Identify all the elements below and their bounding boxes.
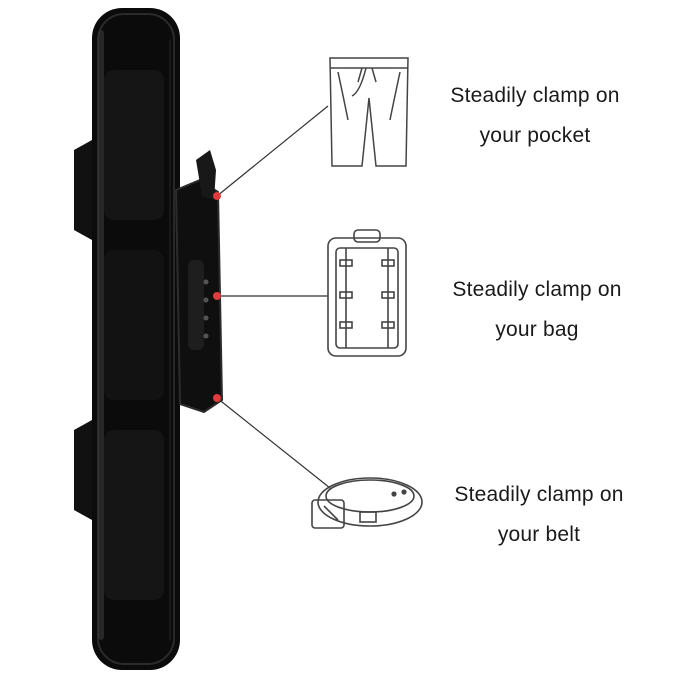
- callout-dot-belt: [213, 394, 221, 402]
- backpack-icon: [327, 229, 407, 357]
- grip-panel-middle: [104, 250, 164, 400]
- clip-vent: [203, 315, 209, 321]
- callout-belt-line1: Steadily clamp on: [454, 483, 624, 506]
- belt-clip: [174, 150, 224, 414]
- callout-dots: [213, 192, 221, 402]
- callout-pocket-line2: your pocket: [479, 124, 591, 147]
- clip-vent: [203, 333, 209, 339]
- clip-vent: [203, 297, 209, 303]
- callout-bag-line1: Steadily clamp on: [452, 278, 622, 301]
- belt-icon: [311, 477, 423, 529]
- callout-line-belt: [216, 397, 331, 489]
- callout-dot-pocket: [213, 192, 221, 200]
- grip-panel-top: [104, 70, 164, 220]
- callout-bag-line2: your bag: [495, 318, 579, 341]
- grip-panel-bottom: [104, 430, 164, 600]
- callout-line-pocket: [216, 105, 329, 197]
- callout-belt-line2: your belt: [497, 523, 581, 546]
- clip-spring: [188, 260, 204, 350]
- callout-pocket-caption: Steadily clamp on your pocket: [420, 76, 650, 156]
- phone-case: [74, 8, 180, 670]
- clip-lever: [196, 150, 216, 200]
- callout-bag-caption: Steadily clamp on your bag: [422, 270, 652, 350]
- callout-dot-bag: [213, 292, 221, 300]
- lower-bumper: [74, 420, 92, 520]
- callout-lines: [216, 105, 331, 489]
- case-highlight: [98, 30, 104, 640]
- case-ridges: [169, 40, 175, 640]
- clip-vent: [203, 279, 209, 285]
- callout-pocket-line1: Steadily clamp on: [450, 84, 620, 107]
- callout-belt-caption: Steadily clamp on your belt: [424, 475, 654, 555]
- upper-bumper: [74, 140, 92, 240]
- trousers-icon: [329, 57, 409, 167]
